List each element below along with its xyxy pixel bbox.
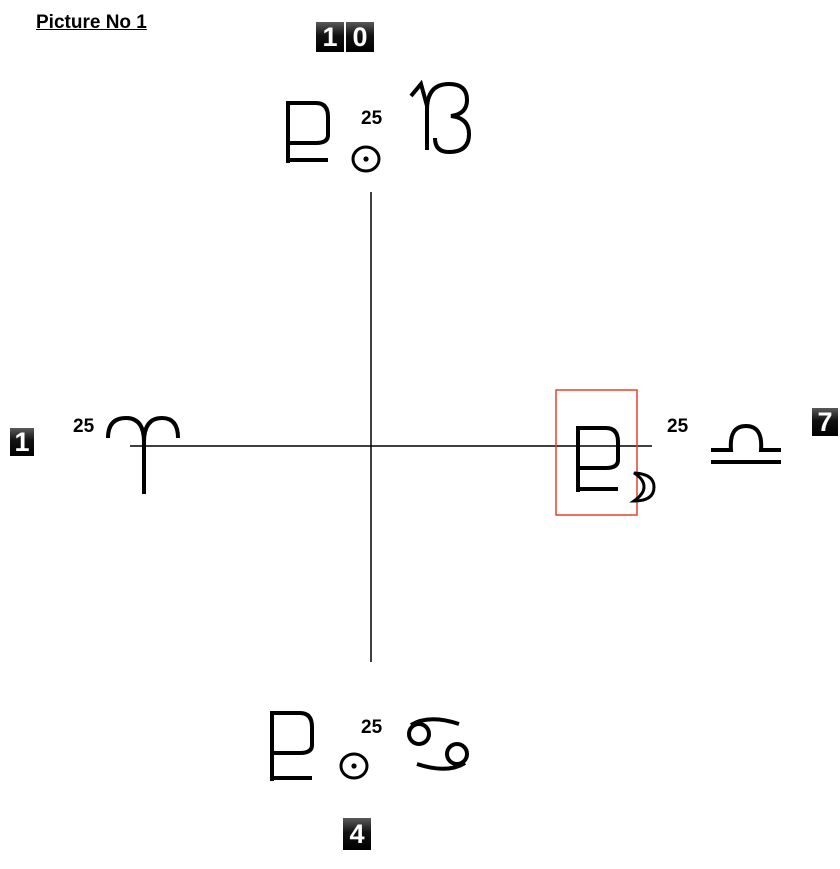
pluto-icon-house-4 bbox=[266, 705, 316, 785]
house-7-badge: 7 bbox=[812, 408, 838, 436]
house-4-degree: 25 bbox=[361, 717, 383, 738]
house-10-digit-2: 0 bbox=[346, 22, 374, 52]
sun-icon-house-4 bbox=[337, 749, 371, 783]
highlight-box bbox=[555, 389, 638, 516]
house-4-badge: 4 bbox=[343, 818, 371, 850]
house-7-digit: 7 bbox=[812, 408, 838, 436]
house-10-badge: 1 0 bbox=[316, 22, 374, 52]
libra-icon bbox=[705, 418, 787, 468]
pluto-icon-house-7 bbox=[572, 420, 622, 495]
house-7-degree: 25 bbox=[667, 416, 689, 437]
picture-title: Picture No 1 bbox=[36, 12, 147, 33]
capricorn-icon bbox=[405, 76, 473, 158]
pluto-icon bbox=[282, 95, 332, 165]
house-1-degree: 25 bbox=[73, 416, 95, 437]
house-10-digit-1: 1 bbox=[316, 22, 344, 52]
moon-icon bbox=[628, 470, 658, 504]
house-1-digit: 1 bbox=[10, 428, 34, 456]
sun-icon bbox=[349, 142, 383, 176]
house-4-digit: 4 bbox=[343, 818, 371, 850]
house-10-degree: 25 bbox=[361, 108, 383, 129]
cancer-icon bbox=[399, 712, 479, 774]
house-1-badge: 1 bbox=[10, 428, 34, 456]
aries-icon bbox=[104, 412, 180, 498]
